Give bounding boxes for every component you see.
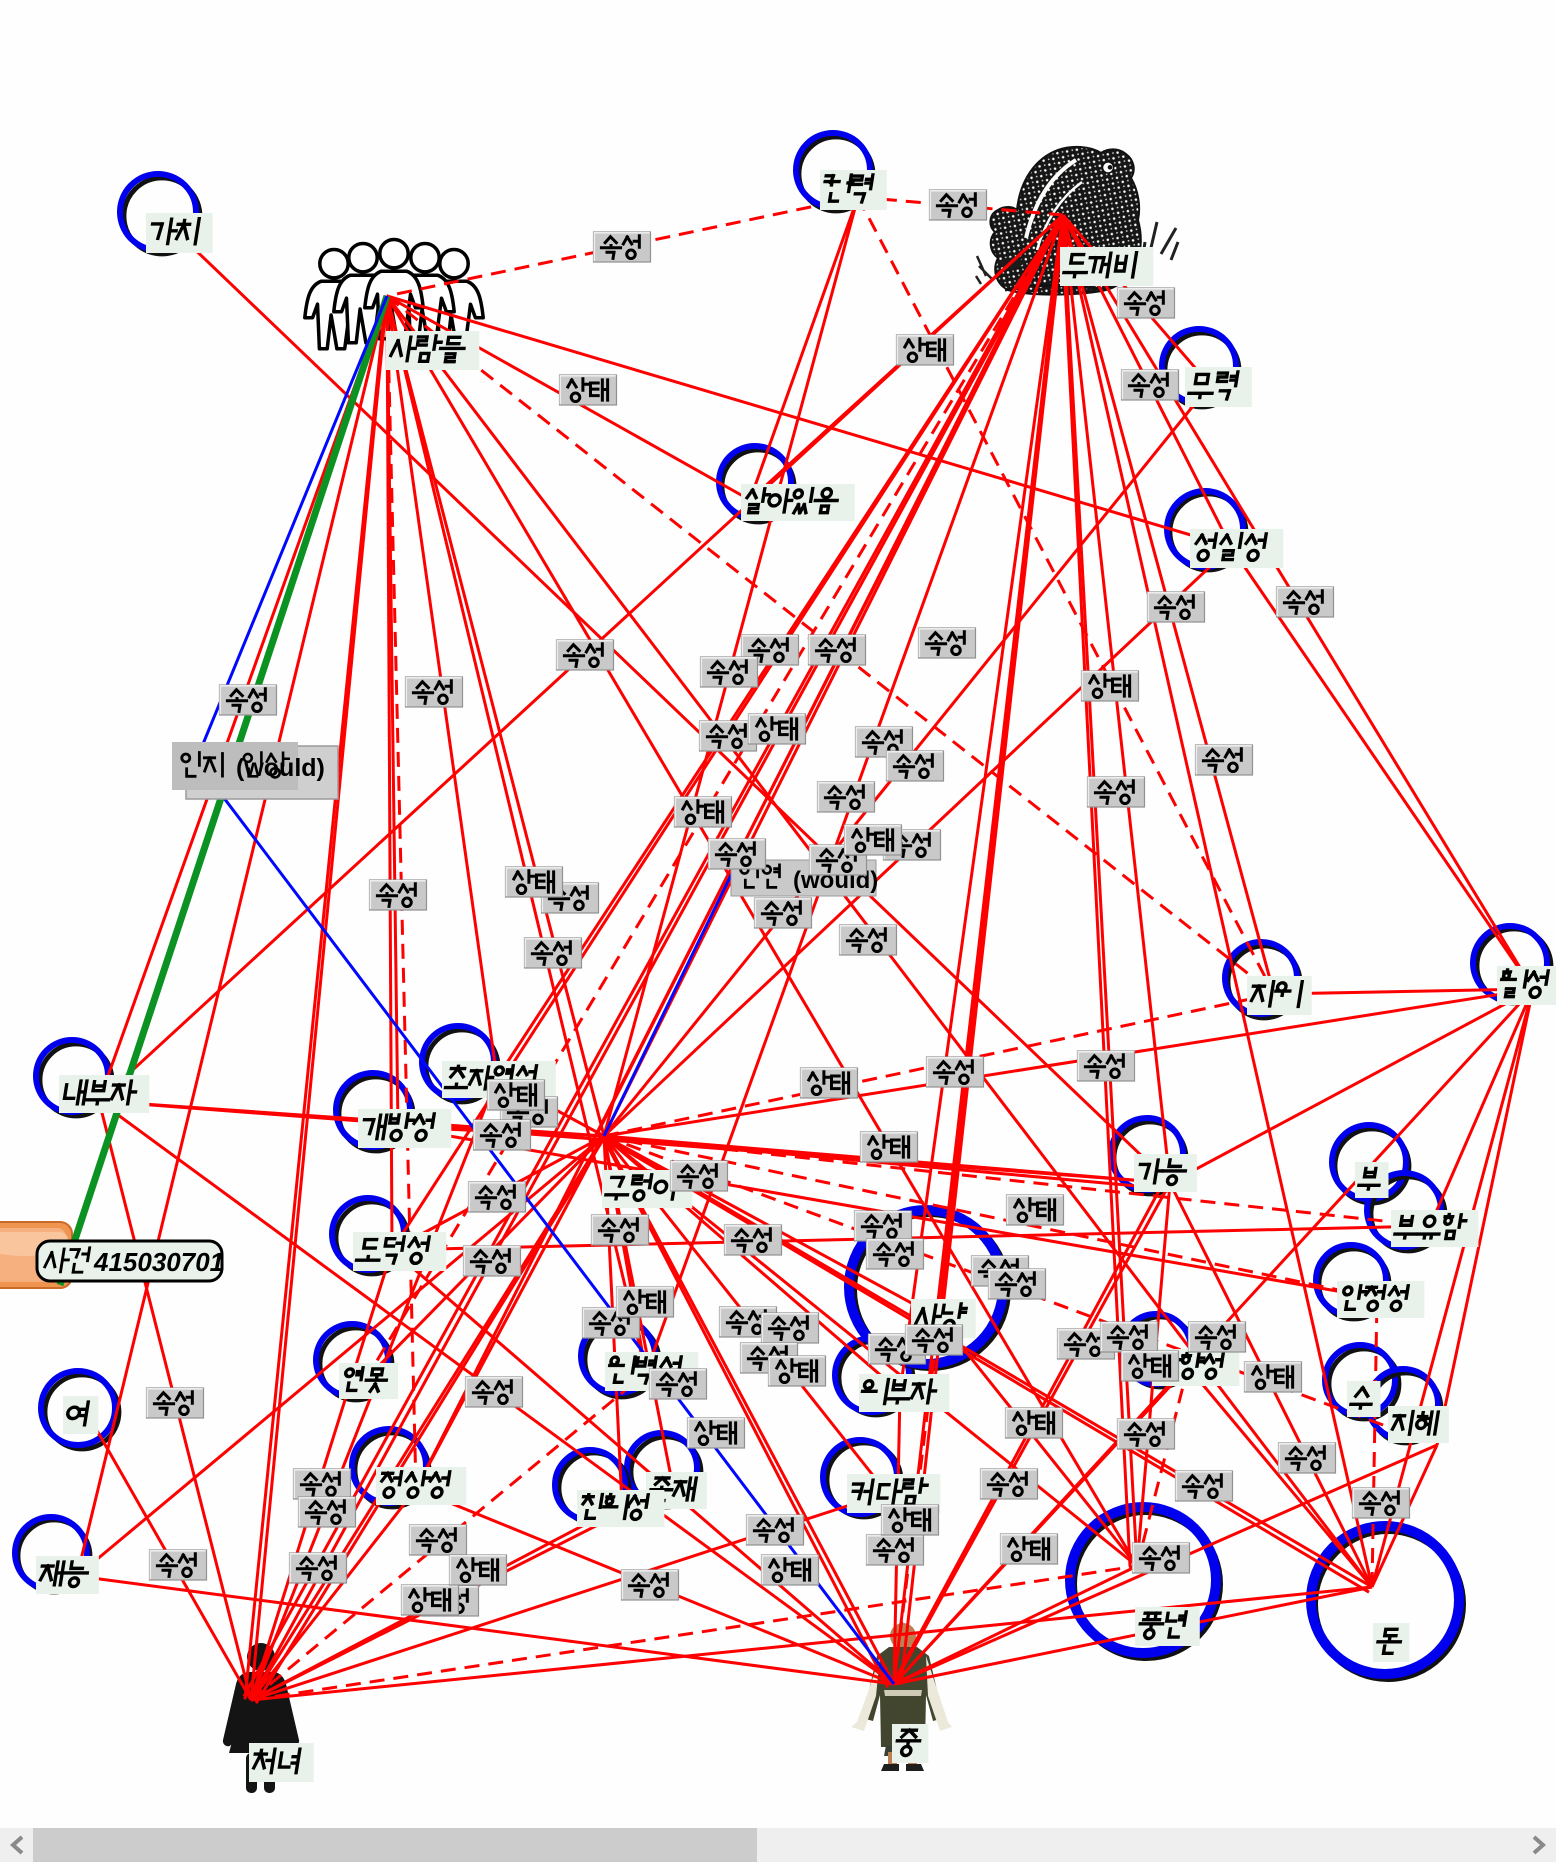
svg-text:415030701: 415030701 xyxy=(93,1247,224,1277)
